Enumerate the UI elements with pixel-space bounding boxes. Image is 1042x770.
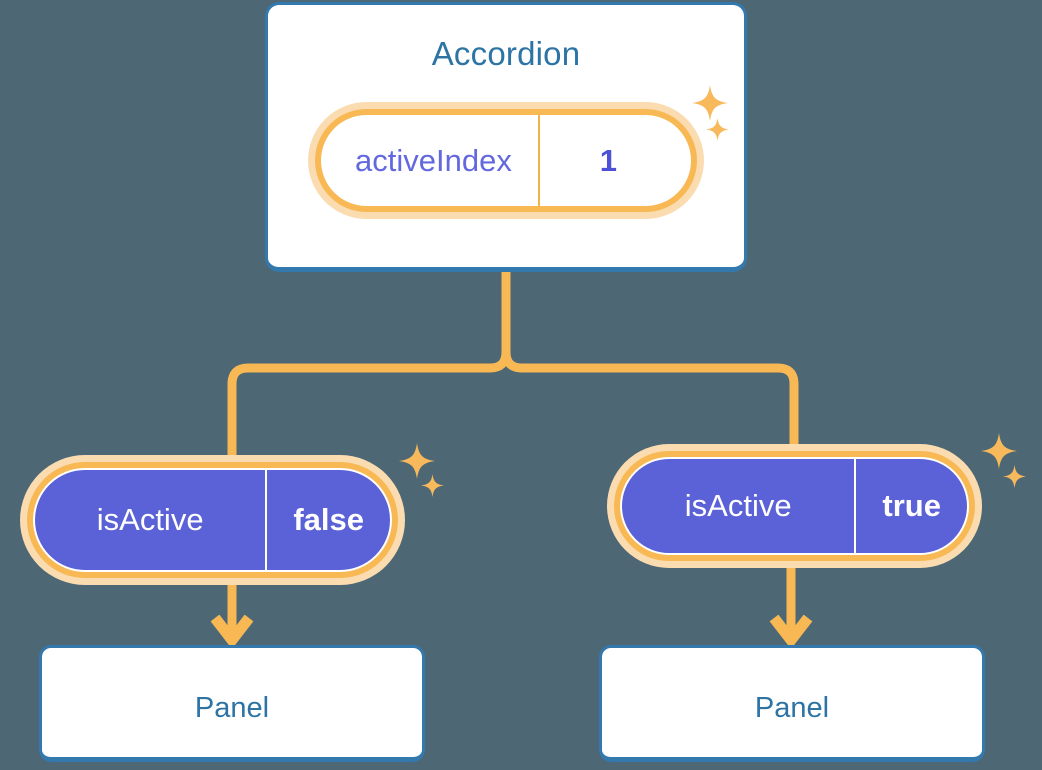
sparkle-icon — [981, 433, 1017, 469]
state-value-label: false — [265, 470, 390, 570]
state-key-label: isActive — [96, 502, 204, 537]
state-value-label: 1 — [537, 115, 691, 206]
panel-component-card-right[interactable]: Panel — [599, 645, 985, 762]
panel-label: Panel — [754, 692, 830, 724]
state-key-label: activeIndex — [355, 142, 512, 178]
state-pill-ring: isActive false — [27, 462, 398, 578]
page-title: Accordion — [431, 35, 581, 72]
state-pill-body: isActive true — [620, 457, 969, 555]
panel-label: Panel — [194, 692, 270, 724]
sparkle-icon — [399, 443, 435, 479]
state-value-label: true — [854, 459, 967, 553]
state-pill-is-active-left[interactable]: isActive false — [20, 455, 405, 585]
state-key-label: isActive — [684, 488, 792, 523]
state-pill-ring: isActive true — [614, 451, 975, 561]
state-pill-is-active-right[interactable]: isActive true — [607, 444, 982, 568]
panel-component-card-left[interactable]: Panel — [39, 645, 425, 762]
state-pill-body: activeIndex 1 — [321, 115, 691, 206]
state-pill-body: isActive false — [33, 468, 392, 572]
sparkle-icon — [421, 474, 444, 497]
state-pill-ring: activeIndex 1 — [315, 109, 697, 212]
state-pill-active-index[interactable]: activeIndex 1 — [308, 102, 704, 219]
sparkle-icon — [1003, 465, 1026, 488]
